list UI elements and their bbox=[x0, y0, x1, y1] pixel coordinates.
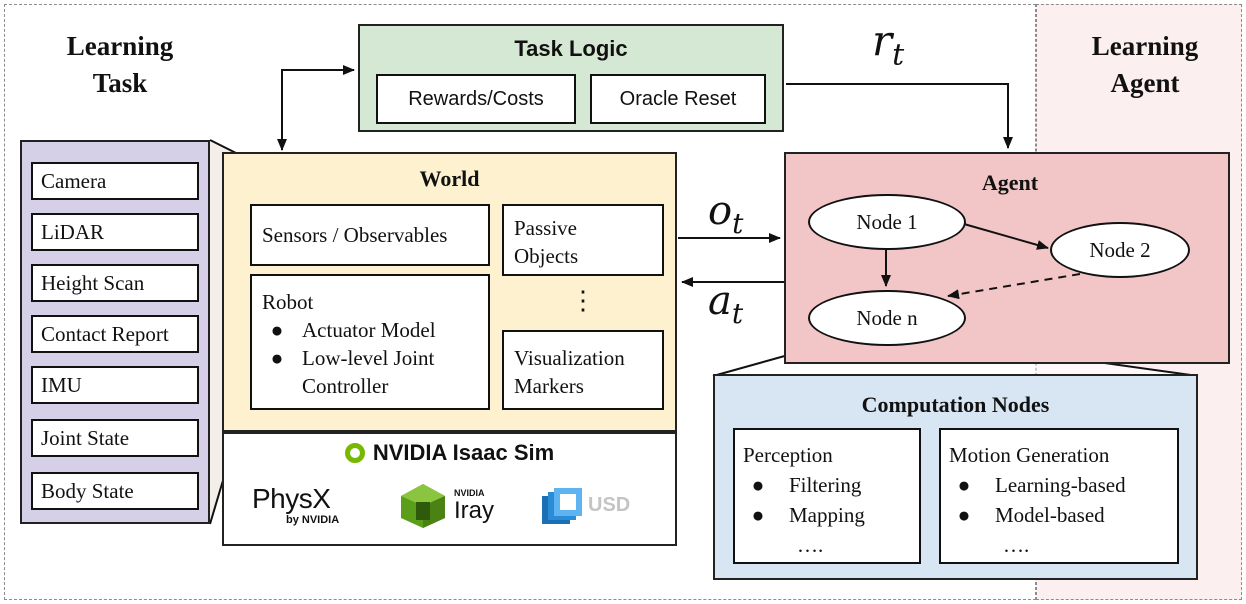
sensor-body-state: Body State bbox=[31, 472, 199, 510]
motion-more: …. bbox=[1003, 533, 1030, 557]
motion-generation-box: Motion Generation ● Learning-based ● Mod… bbox=[939, 428, 1179, 564]
motion-item-label: Learning-based bbox=[995, 473, 1126, 497]
edge-node2-noden bbox=[947, 273, 1081, 300]
sensor-camera: Camera bbox=[31, 162, 199, 200]
reward-symbol: r bbox=[872, 16, 893, 65]
action-symbol: a bbox=[708, 278, 732, 324]
robot-item-label: Low-level Joint Controller bbox=[302, 346, 435, 398]
rewards-costs-box: Rewards/Costs bbox=[376, 74, 576, 124]
isaac-sim-box bbox=[222, 432, 677, 546]
observation-signal-label: ot bbox=[708, 188, 743, 240]
agent-node-1: Node 1 bbox=[808, 194, 966, 250]
motion-generation-title: Motion Generation bbox=[949, 443, 1110, 467]
agent-graph-edges bbox=[881, 223, 1081, 300]
action-signal-label: at bbox=[708, 278, 743, 330]
sensors-observables-box: Sensors / Observables bbox=[250, 204, 490, 266]
physx-logo-text: PhysX bbox=[252, 483, 331, 514]
perception-box: Perception ● Filtering ● Mapping …. bbox=[733, 428, 921, 564]
passive-objects-box: Passive Objects bbox=[502, 204, 664, 276]
motion-item: ● Learning-based bbox=[949, 470, 1169, 500]
reward-signal-label: rt bbox=[872, 16, 904, 72]
visualization-markers-box: Visualization Markers bbox=[502, 330, 664, 410]
agent-node-2: Node 2 bbox=[1050, 222, 1190, 278]
usd-logo-icon bbox=[542, 488, 582, 524]
task-logic-title: Task Logic bbox=[514, 36, 628, 61]
sensor-height-scan: Height Scan bbox=[31, 264, 199, 302]
iray-logo-small: NVIDIA bbox=[454, 488, 485, 498]
reward-arrow bbox=[786, 83, 1013, 149]
perception-item: ● Mapping bbox=[743, 500, 911, 530]
bullet-icon: ● bbox=[270, 346, 284, 370]
robot-item: ● Low-level Joint Controller bbox=[262, 344, 478, 400]
reward-subscript: t bbox=[892, 37, 905, 73]
bullet-icon: ● bbox=[957, 473, 971, 497]
sensor-lidar: LiDAR bbox=[31, 213, 199, 251]
bullet-icon: ● bbox=[957, 503, 971, 527]
action-subscript: t bbox=[731, 297, 744, 330]
perception-item-label: Filtering bbox=[789, 473, 862, 497]
world-to-tasklogic-arrow bbox=[281, 65, 355, 150]
physx-logo: PhysX by NVIDIA bbox=[252, 483, 372, 527]
oracle-reset-box: Oracle Reset bbox=[590, 74, 766, 124]
motion-item-label: Model-based bbox=[995, 503, 1105, 527]
learning-task-title: Learning Task bbox=[66, 31, 174, 98]
iray-logo: NVIDIA Iray bbox=[454, 488, 494, 524]
robot-title: Robot bbox=[262, 290, 314, 314]
bullet-icon: ● bbox=[270, 318, 284, 342]
iray-logo-text: Iray bbox=[454, 497, 495, 524]
obs-symbol: o bbox=[708, 188, 733, 234]
robot-item-label: Actuator Model bbox=[302, 318, 436, 342]
sensor-zoom-line-top bbox=[209, 139, 239, 155]
perception-title: Perception bbox=[743, 443, 833, 467]
computation-nodes-title: Computation Nodes bbox=[861, 392, 1050, 417]
isaac-sim-title: NVIDIA Isaac Sim bbox=[372, 440, 555, 465]
perception-item: ● Filtering bbox=[743, 470, 911, 500]
sensor-contact-report: Contact Report bbox=[31, 315, 199, 353]
usd-logo-text: USD bbox=[588, 494, 631, 516]
isaac-sim-header: NVIDIA Isaac Sim bbox=[222, 440, 677, 466]
sensor-imu: IMU bbox=[31, 366, 199, 404]
nvidia-logo-icon bbox=[344, 443, 365, 463]
edge-node1-node2 bbox=[963, 223, 1049, 250]
sensor-joint-state: Joint State bbox=[31, 419, 199, 457]
perception-item-label: Mapping bbox=[789, 503, 865, 527]
iray-cube-icon bbox=[401, 484, 445, 528]
agent-title: Agent bbox=[981, 170, 1039, 195]
more-objects-ellipsis: ⋮ bbox=[570, 286, 596, 315]
learning-agent-title: Learning Agent bbox=[1091, 31, 1199, 98]
physx-logo-subtext: by NVIDIA bbox=[286, 514, 340, 526]
obs-subscript: t bbox=[732, 207, 744, 240]
world-title: World bbox=[419, 166, 480, 191]
bullet-icon: ● bbox=[751, 503, 765, 527]
robot-box: Robot ● Actuator Model ● Low-level Joint… bbox=[250, 274, 490, 410]
motion-item: ● Model-based bbox=[949, 500, 1169, 530]
bullet-icon: ● bbox=[751, 473, 765, 497]
robot-item: ● Actuator Model bbox=[262, 316, 478, 344]
perception-more: …. bbox=[797, 533, 824, 557]
agent-node-n: Node n bbox=[808, 290, 966, 346]
